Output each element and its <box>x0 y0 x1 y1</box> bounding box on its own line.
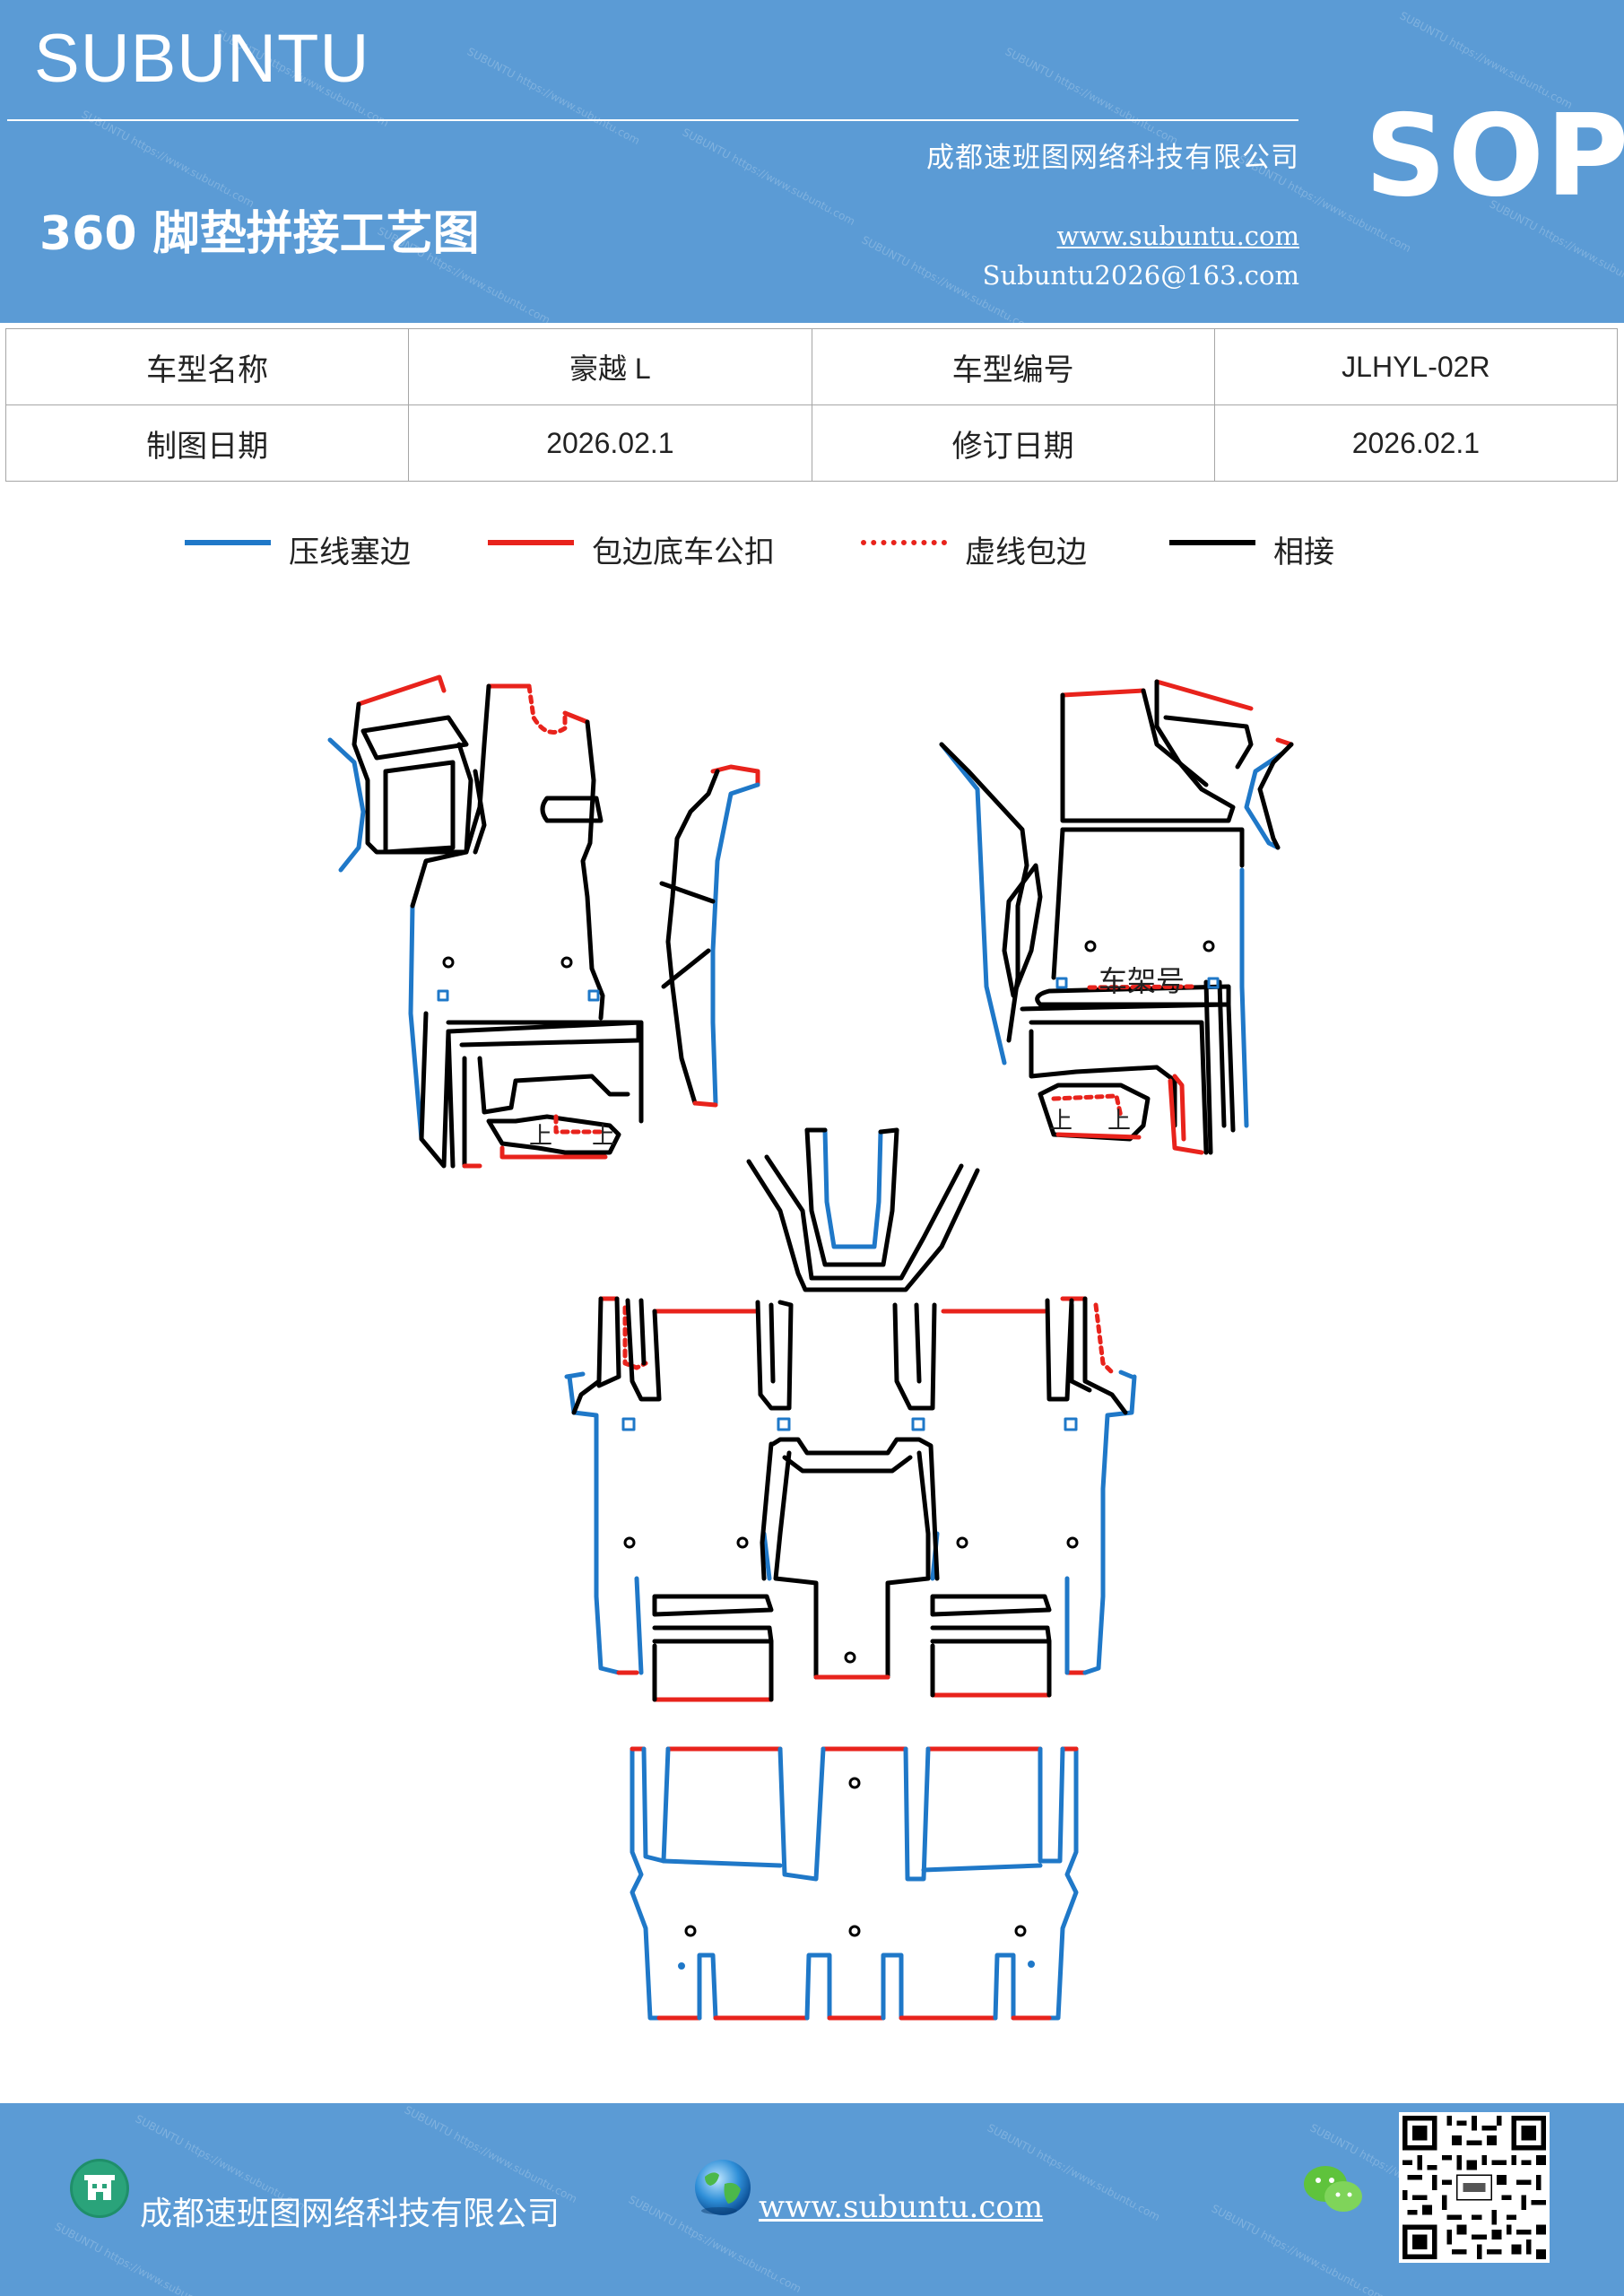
legend-swatch <box>1169 540 1255 545</box>
vehicle-info-table: 车型名称 豪越 L 车型编号 JLHYL-02R 制图日期 2026.02.1 … <box>4 328 1619 482</box>
legend-swatch <box>488 540 574 545</box>
globe-icon <box>695 2160 751 2215</box>
qr-code <box>1399 2112 1550 2263</box>
table-row: 制图日期 2026.02.1 修订日期 2026.02.1 <box>4 404 1619 482</box>
document-title: 360 脚垫拼接工艺图 <box>39 207 480 261</box>
legend-label: 虚线包边 <box>965 535 1087 570</box>
wechat-icon <box>1304 2166 1362 2212</box>
legend-label: 相接 <box>1273 535 1334 570</box>
model-code-value: JLHYL-02R <box>1213 328 1619 405</box>
second-row-mat <box>564 1296 1137 1702</box>
line-legend: 压线塞边 包边底车公扣 虚线包边 相接 <box>0 527 1624 570</box>
revise-date-value: 2026.02.1 <box>1213 404 1619 482</box>
building-icon <box>70 2159 129 2218</box>
revise-date-label: 修订日期 <box>811 404 1215 482</box>
table-row: 车型名称 豪越 L 车型编号 JLHYL-02R <box>4 328 1619 405</box>
model-name-label: 车型名称 <box>4 328 410 405</box>
up-mark: 上 <box>1107 1108 1131 1135</box>
third-row-mat <box>630 1746 1079 2021</box>
model-name-value: 豪越 L <box>408 328 812 405</box>
front-left-mat <box>327 674 644 1169</box>
legend-label: 包边底车公扣 <box>592 535 775 570</box>
front-left-side-strip <box>659 764 760 1108</box>
email-address[interactable]: Subuntu2026@163.com <box>982 260 1299 291</box>
website-link[interactable]: www.subuntu.com <box>1056 221 1299 251</box>
frame-number-label: 车架号 <box>1099 964 1185 998</box>
draw-date-value: 2026.02.1 <box>408 404 812 482</box>
legend-label: 压线塞边 <box>289 535 411 570</box>
up-mark: 上 <box>1049 1108 1073 1135</box>
up-mark: 上 <box>529 1123 552 1150</box>
model-code-label: 车型编号 <box>811 328 1215 405</box>
footer-company-name: 成都速班图网络科技有限公司 <box>140 2196 560 2232</box>
front-right-mat <box>939 679 1294 1155</box>
sop-badge: SOP <box>1365 90 1624 222</box>
page-footer: SUBUNTU https://www.subuntu.com SUBUNTU … <box>0 2103 1624 2296</box>
qr-code-pattern <box>1403 2116 1546 2259</box>
brand-logo-text: SUBUNTU <box>34 21 370 97</box>
draw-date-label: 制图日期 <box>4 404 410 482</box>
header-divider <box>7 119 1298 121</box>
company-name: 成都速班图网络科技有限公司 <box>926 142 1299 174</box>
center-console-piece <box>746 1127 980 1292</box>
floor-mat-diagram: 车架号 上 上 上 上 <box>327 674 1294 2021</box>
legend-swatch <box>861 540 947 545</box>
legend-swatch <box>185 540 271 545</box>
up-mark: 上 <box>592 1123 615 1150</box>
footer-website-link[interactable]: www.subuntu.com <box>759 2189 1044 2225</box>
